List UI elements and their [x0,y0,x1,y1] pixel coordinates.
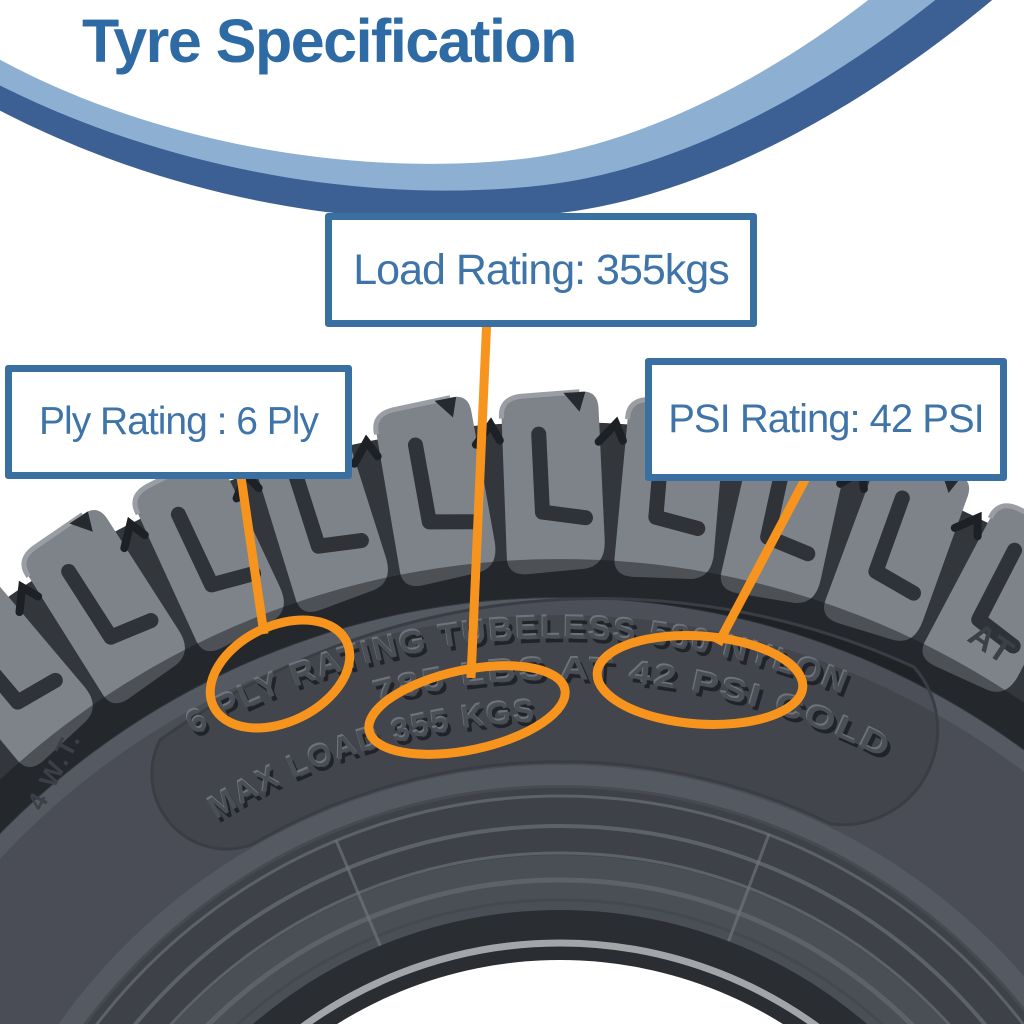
psi-rating-label: PSI Rating: 42 PSI [668,397,985,441]
ply-connector-line [235,469,269,635]
bead-highlight [300,939,820,1024]
rim-hole [337,960,783,1024]
tyre-shoulder-shadow [0,559,1024,834]
ply-rating-label: Ply Rating : 6 Ply [39,400,319,443]
psi-connector-line [714,469,813,647]
ply-highlight-ellipse [205,615,355,733]
load-rating-callout: Load Rating: 355kgs [325,213,757,327]
load-rating-label: Load Rating: 355kgs [353,245,729,294]
psi-rating-callout: PSI Rating: 42 PSI [645,358,1007,481]
load-highlight-ellipse [364,661,570,759]
header-swoosh [0,0,993,220]
ply-rating-callout: Ply Rating : 6 Ply [5,365,352,479]
sidewall-ridges [95,794,1024,1024]
swoosh-white-area [0,0,869,164]
psi-highlight-ellipse [592,631,808,729]
sidewall-recess [0,615,1024,1024]
lower-sidewall-shade [83,785,1024,1024]
load-connector-line [466,315,492,679]
page-title: Tyre Specification [82,7,577,75]
